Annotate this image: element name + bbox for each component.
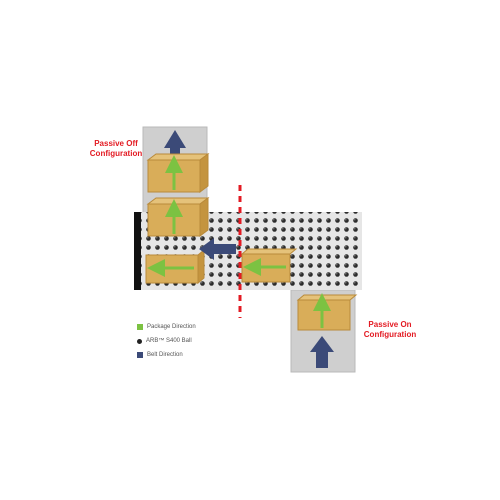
passive-on-caption-line-2: Configuration (363, 330, 417, 339)
belt-direction-arrow-top (164, 130, 186, 156)
passive-on-caption-line-1: Passive On (368, 320, 412, 329)
black-dot-icon (137, 338, 142, 344)
package-box-bottom (296, 294, 358, 331)
package-box-top-1 (146, 153, 210, 193)
passive-off-caption: Passive Off Configuration (78, 139, 154, 159)
legend-label: ARB™ S400 Ball (146, 338, 192, 344)
green-square-icon (137, 324, 143, 330)
legend-item-ball: ARB™ S400 Ball (137, 336, 192, 346)
legend-item-package-direction: Package Direction (137, 322, 196, 332)
passive-off-caption-line-1: Passive Off (94, 139, 138, 148)
navy-square-icon (137, 352, 143, 358)
belt-direction-arrow-bottom (310, 336, 334, 368)
passive-on-caption: Passive On Configuration (352, 320, 428, 340)
legend-label: Belt Direction (147, 352, 183, 358)
side-rail (134, 212, 141, 290)
passive-off-caption-line-2: Configuration (89, 149, 143, 158)
belt-direction-arrow-middle (199, 238, 236, 260)
package-box-top-2 (146, 197, 210, 237)
legend-label: Package Direction (147, 324, 196, 330)
legend-item-belt-direction: Belt Direction (137, 350, 183, 360)
